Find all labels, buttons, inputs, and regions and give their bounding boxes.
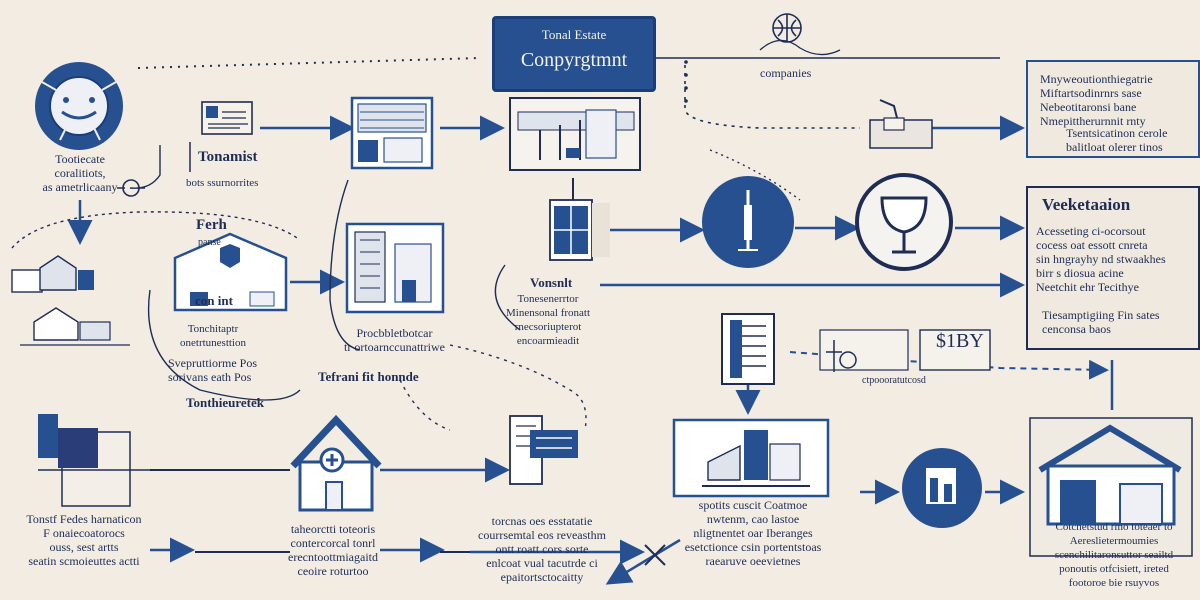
veketation-title: Veeketaaion [1042, 195, 1131, 214]
tonthieuretek-label: Tonthieuretek [186, 395, 265, 410]
house-card-icon [173, 232, 288, 312]
factory-panel [672, 418, 830, 498]
ferh-sub: panse [198, 237, 221, 248]
pillar-circle-icon [702, 176, 794, 268]
card-text: con int [195, 293, 233, 308]
bottom-text-3: torcnas oes esstatatie courrsemtal eos r… [478, 514, 606, 584]
procbbletbotcar-label: Procbbletbotcar tr ortoarnccunattriwe [344, 326, 445, 354]
top-right-panel: Mnyweoutionthiegatrie Miftartsodinrnrs s… [1026, 60, 1200, 158]
gear-icon [117, 179, 145, 197]
title-box-small: Tonal Estate [541, 27, 607, 42]
houses-icon-left [11, 255, 130, 346]
dot-marks [684, 60, 688, 103]
cone-icon [869, 99, 933, 149]
document-list-icon [721, 313, 775, 385]
document-icon-a [189, 101, 253, 172]
cup-circle-icon [855, 173, 953, 271]
veketation-bottom: Tiesamptigiing Fin sates cenconsa baos [1042, 308, 1160, 336]
terrani-label: Tefrani fit honnde [318, 369, 419, 384]
svepruttiorme-label: Svepruttiorme Pos sorivans eath Pos [168, 356, 257, 384]
building-block-icon [38, 414, 150, 507]
building-circle-icon [902, 448, 982, 528]
top-right-panel-text: Mnyweoutionthiegatrie Miftartsodinrnrs s… [1040, 72, 1153, 128]
logo-caption: Tootiecate coralitiots, as ametrlicaany [42, 152, 118, 194]
veketation-panel: Veeketaaion Acesseting ci-ocorsout coces… [1026, 186, 1200, 350]
building-panel-1 [350, 96, 434, 170]
scale-icon [819, 329, 991, 372]
big-house-icon [1029, 417, 1193, 557]
logo-circle [35, 62, 123, 150]
ferh-title: Ferh [196, 217, 227, 233]
clipboard-icon [509, 415, 578, 485]
bz-sub: ctpoooratutcosd [862, 375, 926, 386]
top-right-panel-bottom-text: Tsentsicatinon cerole balitloat olerer t… [1066, 126, 1168, 154]
title-box-main: Conpyrgtmnt [520, 49, 628, 71]
veketation-body: Acesseting ci-ocorsout cocess oat essott… [1036, 224, 1166, 294]
bottom-text-4: spotits cuscit Coatmoe nwtenm, cao lasto… [684, 498, 822, 568]
bz-label: $1BY [936, 330, 984, 352]
title-box: Tonal Estate Conpyrgtmnt [492, 16, 656, 92]
front-caption: Tonchitaptr onetrtunesttion [180, 323, 246, 349]
tranmist-title: Tonamist [198, 149, 258, 165]
globe-icon [759, 13, 841, 56]
house-gear-icon [290, 414, 382, 512]
building-panel-3 [345, 222, 445, 314]
window-icon [549, 199, 610, 261]
building-panel-2 [509, 97, 641, 171]
connector-lines [11, 57, 1114, 585]
bottom-left-text: Tonstf Fedes harnaticon F onaiecoatorocs… [26, 512, 142, 568]
companies-label: companies [760, 66, 812, 80]
tranmist-sub: bots ssurnorrites [186, 177, 259, 189]
vonsnlt-title: Vonsnlt [530, 275, 573, 290]
bottom-right-text: Cotcnetstud rmo toteaer to Aereslietermo… [1054, 521, 1174, 589]
bottom-text-2: taheorctti toteoris contercorcal tonrl e… [288, 522, 378, 578]
vonsnlt-sub: Tonesenerrtor Minensonal fronatt rnecsor… [506, 293, 591, 347]
